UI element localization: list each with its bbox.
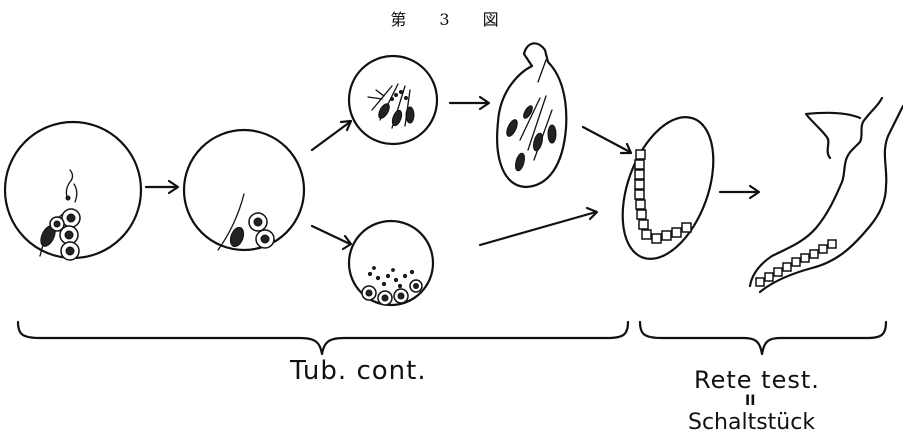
arrow-4a <box>583 127 630 152</box>
arrow-2b <box>312 226 350 244</box>
arrow-2a <box>312 122 350 150</box>
brace-rete <box>640 322 886 354</box>
stage-2-tubule <box>184 130 304 250</box>
arrow-4b <box>480 212 596 245</box>
label-tubuli-contorti: Tub. cont. <box>290 356 427 386</box>
stage-3-upper-tubule <box>349 56 437 144</box>
rete-tubule <box>605 105 731 271</box>
label-schaltstueck: Schaltstück <box>688 410 815 435</box>
stage-4-upper-tubule <box>497 43 566 187</box>
brace-tubuli <box>18 322 628 354</box>
stage-1-tubule <box>5 122 141 260</box>
stage-3-lower-tubule <box>349 221 433 305</box>
schaltstueck-shape <box>750 98 903 292</box>
label-equals-sign: II <box>745 393 755 409</box>
label-rete-testis: Rete test. <box>694 366 820 394</box>
